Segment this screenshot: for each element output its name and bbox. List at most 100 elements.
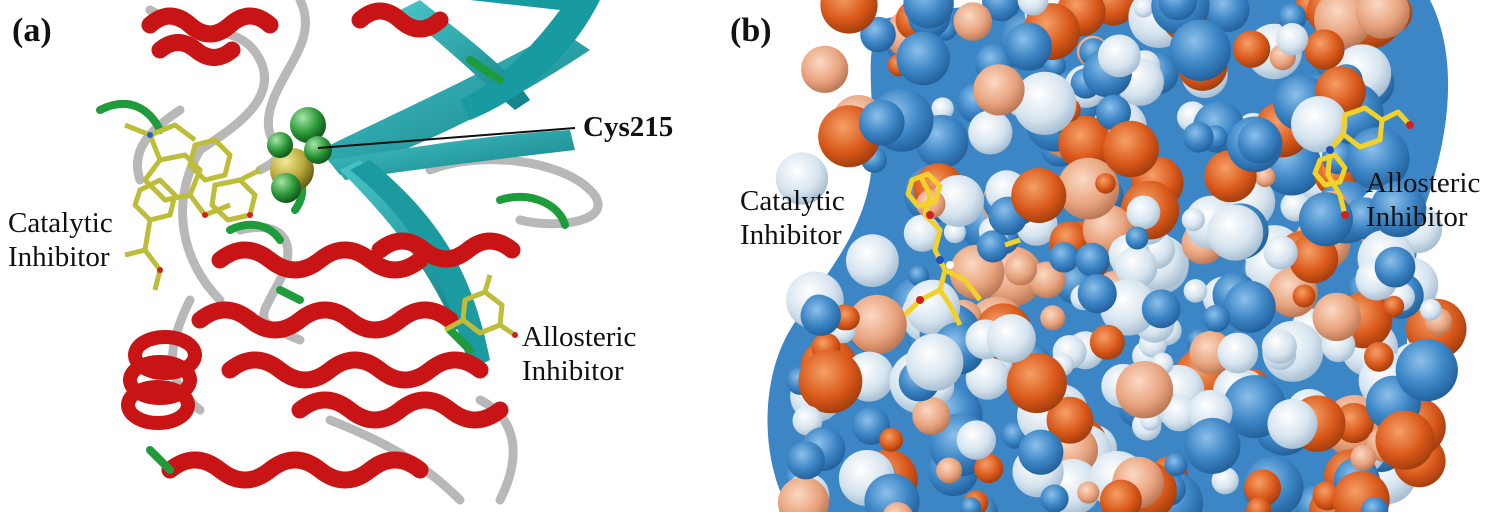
surface-blob (1102, 120, 1160, 178)
allosteric-ligand-heteroatoms (1326, 121, 1414, 219)
surface-blob (1261, 329, 1297, 365)
allosteric-heteroatom (512, 332, 518, 338)
surface-blob (1115, 246, 1158, 289)
surface-blob (1370, 181, 1427, 238)
surface-blob (1126, 195, 1161, 230)
surface-blob (1004, 22, 1052, 71)
surface-blob (879, 428, 904, 452)
surface-blob (1040, 305, 1066, 331)
surface-blob (908, 265, 930, 287)
surface-blob (1304, 29, 1345, 70)
surface-blob (846, 234, 899, 287)
surface-blob (1291, 96, 1348, 153)
surface-blob (1057, 157, 1120, 220)
beta-sheets (320, 0, 600, 370)
surface-blob (1276, 22, 1309, 56)
surface-blob (1004, 252, 1037, 286)
surface-blob (1350, 444, 1377, 471)
catalytic-inhibitor-label-a-line2: Inhibitor (8, 241, 110, 273)
catalytic-ligand-heteroatoms (916, 211, 954, 304)
surface-blob (1095, 173, 1116, 194)
surface-blob (847, 294, 907, 355)
allosteric-inhibitor-label-a-line1: Allosteric (522, 321, 637, 353)
catalytic-inhibitor-heteroatoms (147, 132, 253, 273)
surface-blob (903, 0, 954, 29)
surface-blob (860, 16, 896, 53)
surface-blob (800, 295, 841, 336)
panel-b-surface (767, 0, 1467, 512)
surface-blob (1017, 0, 1049, 16)
surface-blob (1292, 284, 1316, 308)
surface-blob (953, 2, 993, 41)
surface-blob (1289, 234, 1339, 284)
surface-blob (883, 502, 913, 512)
surface-blob (1278, 3, 1307, 32)
surface-blob (787, 441, 825, 480)
surface-blob (1237, 120, 1281, 164)
allosteric-inhibitor-label-b: Allosteric Inhibitor (1366, 166, 1480, 234)
surface-blob (1244, 469, 1282, 507)
surface-blob (1374, 246, 1416, 288)
surface-blob (1141, 289, 1181, 329)
surface-blob (1355, 0, 1410, 39)
surface-blob (1040, 484, 1069, 512)
surface-blob (1058, 115, 1114, 171)
surface-blob (1006, 352, 1067, 414)
surface-blob (792, 405, 823, 436)
surface-blob (1184, 417, 1241, 474)
surface-blob (932, 175, 984, 227)
surface-blob (864, 473, 920, 512)
surface-blob (777, 476, 830, 512)
surface-blob (1254, 166, 1276, 188)
allosteric-inhibitor-ligand-a (443, 274, 517, 338)
surface-blob (1125, 226, 1149, 250)
surface-blob (982, 0, 1021, 22)
surface-blob (1089, 324, 1125, 360)
surface-blob (775, 152, 829, 205)
surface-blob (1395, 339, 1458, 402)
surface-blob (1346, 127, 1410, 190)
surface-blob (1233, 30, 1271, 68)
surface-blob (1420, 299, 1442, 321)
surface-blob (859, 99, 905, 146)
surface-blob (1202, 304, 1231, 333)
surface-blob (820, 0, 878, 34)
surface-blob (1115, 361, 1174, 419)
surface-blob (912, 396, 951, 435)
surface-blob (1160, 394, 1198, 432)
surface-blob (801, 45, 849, 93)
catalytic-inhibitor-label-a-line1: Catalytic (8, 207, 113, 239)
panel-a-structure (96, 0, 603, 505)
surface-blob (1267, 398, 1318, 449)
catalytic-inhibitor-ligand-a (124, 122, 262, 291)
surface-blob (1375, 410, 1435, 470)
surface-blob (1133, 0, 1154, 18)
alpha-helices (141, 2, 521, 489)
panel-label-b: (b) (730, 12, 772, 49)
cys215-spheres (267, 107, 332, 203)
surface-blob (1217, 332, 1259, 374)
surface-blob (1312, 292, 1361, 342)
surface-blob (1018, 429, 1064, 475)
surface-blob (905, 279, 961, 335)
surface-blob (835, 305, 860, 331)
surface-blob (973, 64, 1025, 116)
surface-blob (1182, 121, 1214, 153)
surface-blob (1048, 242, 1079, 273)
surface-blob (798, 349, 863, 414)
surface-blob (896, 31, 950, 86)
surface-blob (1211, 467, 1239, 495)
catalytic-inhibitor-label-b: Catalytic Inhibitor (740, 184, 845, 252)
surface-blob (1099, 479, 1142, 512)
allosteric-inhibitor-label-a-line2: Inhibitor (522, 355, 624, 387)
surface-blob (1097, 34, 1141, 78)
surface-blob (1183, 279, 1208, 303)
surface-blob (943, 221, 966, 244)
surface-blob (1361, 496, 1389, 512)
surface-blob (1169, 19, 1231, 81)
surface-blob (1207, 204, 1264, 261)
allosteric-inhibitor-label-b-line2: Inhibitor (1366, 201, 1468, 233)
surface-blob (906, 333, 964, 391)
surface-blob (1164, 452, 1188, 477)
